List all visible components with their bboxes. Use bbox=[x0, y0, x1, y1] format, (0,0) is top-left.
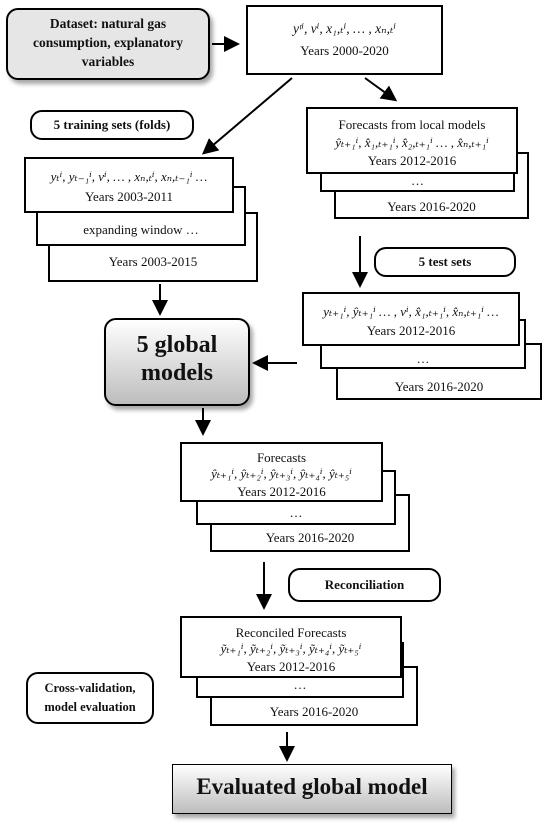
reconciled-formula: ỹₜ₊₁ⁱ, ỹₜ₊₂ⁱ, ỹₜ₊₃ⁱ, ỹₜ₊₄ⁱ, ỹₜ₊₅ⁱ bbox=[220, 641, 362, 656]
test-card-1: yₜ₊₁ⁱ, ŷₜ₊₁ⁱ … , vⁱ, x̂₁,ₜ₊₁ⁱ, x̂ₙ,ₜ₊₁ⁱ … bbox=[302, 292, 520, 346]
local-card-1: Forecasts from local models ŷₜ₊₁ⁱ, x̂₁,ₜ… bbox=[306, 107, 518, 174]
global-models-box: 5 global models bbox=[104, 318, 250, 406]
local-years-bottom: Years 2016-2020 bbox=[387, 199, 476, 214]
arrow-data-to-local bbox=[364, 77, 398, 102]
arrow-data-to-training bbox=[201, 77, 293, 155]
cv-line-2: model evaluation bbox=[44, 700, 136, 714]
reconciled-ellipsis: … bbox=[293, 677, 307, 692]
forecast-card-1: Forecasts ŷₜ₊₁ⁱ, ŷₜ₊₂ⁱ, ŷₜ₊₃ⁱ, ŷₜ₊₄ⁱ, ŷₜ… bbox=[180, 442, 383, 502]
local-formula: ŷₜ₊₁ⁱ, x̂₁,ₜ₊₁ⁱ, x̂₂,ₜ₊₁ⁱ … , x̂ₙ,ₜ₊₁ⁱ bbox=[335, 135, 489, 150]
training-years-bottom: Years 2003-2015 bbox=[108, 254, 198, 269]
local-title: Forecasts from local models bbox=[338, 117, 486, 132]
forecast-title: Forecasts bbox=[256, 450, 307, 465]
evaluated-model-text: Evaluated global model bbox=[196, 774, 428, 799]
dataset-line-2: consumption, explanatory bbox=[32, 35, 184, 50]
dataset-line-1: Dataset: natural gas bbox=[49, 16, 167, 31]
reconciliation-label: Reconciliation bbox=[288, 568, 441, 602]
test-years-bottom: Years 2016-2020 bbox=[394, 379, 484, 394]
training-years-top: Years 2003-2011 bbox=[84, 189, 174, 204]
global-models-line-1: 5 global bbox=[136, 332, 218, 358]
reconciled-card-1: Reconciled Forecasts ỹₜ₊₁ⁱ, ỹₜ₊₂ⁱ, ỹₜ₊₃ⁱ… bbox=[180, 616, 402, 678]
forecast-ellipsis: … bbox=[289, 505, 303, 520]
reconciled-years-top: Years 2012-2016 bbox=[246, 659, 336, 674]
reconciled-years-bottom: Years 2016-2020 bbox=[269, 704, 359, 719]
training-middle-text: expanding window … bbox=[83, 222, 199, 237]
training-formula: yₜⁱ, yₜ₋₁ⁱ, vⁱ, … , xₙ,ₜⁱ, xₙ,ₜ₋₁ⁱ … bbox=[50, 169, 208, 184]
evaluated-model-box: Evaluated global model bbox=[172, 764, 452, 814]
forecast-years-top: Years 2012-2016 bbox=[237, 484, 326, 499]
data-2000-2020-box: yᵗⁱ, vⁱ, x₁,ₜⁱ, … , xₙ,ₜⁱ Years 2000-202… bbox=[246, 5, 443, 75]
test-formula: yₜ₊₁ⁱ, ŷₜ₊₁ⁱ … , vⁱ, x̂₁,ₜ₊₁ⁱ, x̂ₙ,ₜ₊₁ⁱ … bbox=[323, 304, 499, 319]
training-sets-label: 5 training sets (folds) bbox=[30, 110, 194, 140]
data-formula: yᵗⁱ, vⁱ, x₁,ₜⁱ, … , xₙ,ₜⁱ bbox=[292, 21, 397, 36]
local-ellipsis: … bbox=[411, 173, 424, 188]
dataset-line-3: variables bbox=[81, 54, 135, 69]
reconciliation-label-text: Reconciliation bbox=[324, 577, 405, 592]
test-years-top: Years 2012-2016 bbox=[366, 323, 456, 338]
cv-line-1: Cross-validation, bbox=[44, 681, 136, 695]
forecast-formula: ŷₜ₊₁ⁱ, ŷₜ₊₂ⁱ, ŷₜ₊₃ⁱ, ŷₜ₊₄ⁱ, ŷₜ₊₅ⁱ bbox=[211, 466, 352, 481]
cross-validation-label: Cross-validation, model evaluation bbox=[26, 672, 154, 724]
training-card-1: yₜⁱ, yₜ₋₁ⁱ, vⁱ, … , xₙ,ₜⁱ, xₙ,ₜ₋₁ⁱ … Yea… bbox=[24, 157, 234, 213]
global-models-line-2: models bbox=[141, 360, 213, 386]
data-years: Years 2000-2020 bbox=[300, 43, 389, 58]
test-sets-label: 5 test sets bbox=[374, 247, 516, 277]
test-ellipsis: … bbox=[416, 351, 430, 366]
test-sets-label-text: 5 test sets bbox=[418, 254, 472, 269]
training-sets-label-text: 5 training sets (folds) bbox=[53, 117, 171, 132]
dataset-box: Dataset: natural gas consumption, explan… bbox=[6, 8, 210, 80]
local-years-top: Years 2012-2016 bbox=[367, 153, 457, 168]
forecast-years-bottom: Years 2016-2020 bbox=[265, 530, 355, 545]
reconciled-title: Reconciled Forecasts bbox=[235, 625, 347, 640]
